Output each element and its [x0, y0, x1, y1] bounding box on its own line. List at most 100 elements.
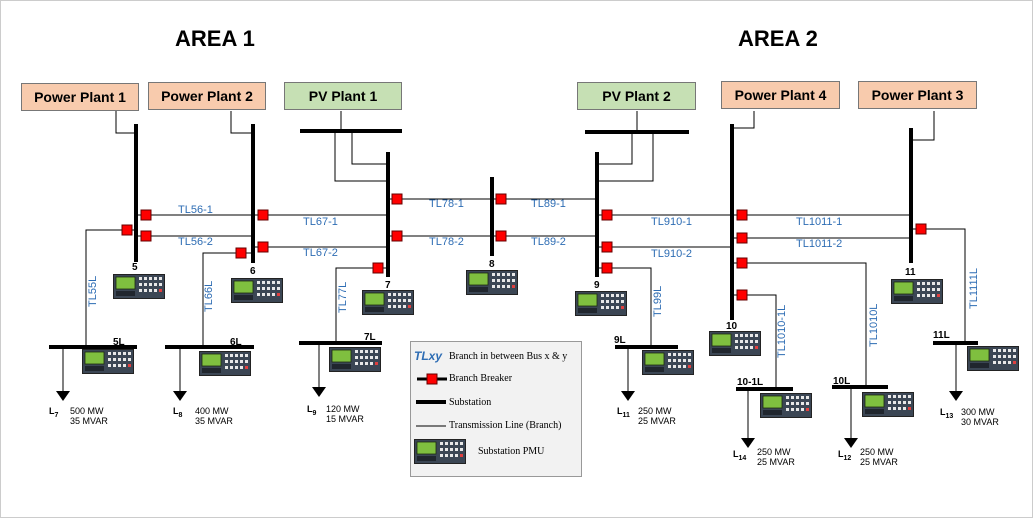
load-bus-9l: 9L [614, 335, 626, 346]
line-label-tl1010l: TL1010L [868, 303, 880, 347]
bus-7-label: 7 [385, 280, 391, 291]
load-l7-label: L7 [49, 406, 59, 419]
breaker-tl910-1[interactable] [601, 209, 613, 221]
legend-line-icon [416, 425, 446, 427]
line-label-tl66l: TL66L [203, 280, 215, 312]
bus-11-label: 11 [905, 267, 916, 278]
breaker-tl67-1[interactable] [257, 209, 269, 221]
breaker-tl910-2[interactable] [601, 241, 613, 253]
breaker-tl1011-2[interactable] [736, 232, 748, 244]
bus-9-label: 9 [594, 280, 600, 291]
legend: TLxy Branch in between Bus x & y Branch … [410, 341, 582, 477]
pmu-bus-6-icon[interactable] [231, 278, 283, 303]
breaker-tl56-1[interactable] [140, 209, 152, 221]
line-label-tl1111l: TL1111L [968, 268, 980, 309]
legend-substation-text: Substation [449, 397, 492, 408]
legend-line-text: Transmission Line (Branch) [449, 420, 562, 431]
legend-breaker-icon [417, 373, 447, 385]
area-1-title: AREA 1 [175, 26, 255, 51]
pv-plant-2[interactable]: PV Plant 2 [577, 82, 696, 110]
pmu-bus-10-icon[interactable] [709, 331, 761, 356]
line-label-tl67-1: TL67-1 [303, 216, 338, 228]
pmu-load-6l-icon[interactable] [199, 351, 251, 376]
bus-6-label: 6 [250, 266, 256, 277]
pmu-bus-5-icon[interactable] [113, 274, 165, 299]
line-label-tl78-2: TL78-2 [429, 236, 464, 248]
breaker-tl89-2[interactable] [495, 230, 507, 242]
breaker-tl77l[interactable] [372, 262, 384, 274]
line-label-tl78-1: TL78-1 [429, 198, 464, 210]
power-plant-4[interactable]: Power Plant 4 [721, 81, 840, 109]
load-l14-label: L14 [733, 449, 747, 462]
breaker-tl1010-1l[interactable] [736, 289, 748, 301]
legend-pmu-text: Substation PMU [478, 446, 545, 457]
line-label-tl910-1: TL910-1 [651, 216, 692, 228]
load-l13-label: L13 [940, 407, 954, 420]
load-bus-10-1l: 10-1L [737, 377, 764, 388]
bus-10-label: 10 [726, 321, 738, 332]
line-label-tl910-2: TL910-2 [651, 248, 692, 260]
line-label-tl56-1: TL56-1 [178, 204, 213, 216]
pmu-bus-8-icon[interactable] [466, 270, 518, 295]
load-l11-label: L11 [617, 406, 630, 419]
legend-tl-desc: Branch in between Bus x & y [449, 351, 568, 362]
load-l9-label: L9 [307, 404, 317, 417]
line-label-tl1011-1: TL1011-1 [796, 216, 843, 228]
line-label-tl1010-1l: TL1010-1L [776, 304, 788, 358]
line-label-tl77l: TL77L [337, 281, 349, 313]
pmu-bus-9-icon[interactable] [575, 291, 627, 316]
pmu-load-10l-icon[interactable] [862, 392, 914, 417]
breaker-tl66l[interactable] [235, 247, 247, 259]
load-bus-11l: 11L [933, 330, 950, 341]
breaker-tl99l[interactable] [601, 262, 613, 274]
line-label-tl1011-2: TL1011-2 [796, 238, 843, 250]
pv-plant-1[interactable]: PV Plant 1 [284, 82, 402, 110]
line-label-tl55l: TL55L [87, 275, 99, 307]
load-bus-5l: 5L [113, 337, 125, 348]
pmu-load-7l-icon[interactable] [329, 347, 381, 372]
line-label-tl99l: TL99L [652, 285, 664, 317]
pmu-load-11l-icon[interactable] [967, 346, 1019, 371]
area-2-title: AREA 2 [738, 26, 818, 51]
pmu-load-10-1l-icon[interactable] [760, 393, 812, 418]
breaker-tl1111l[interactable] [915, 223, 927, 235]
pmu-load-5l-icon[interactable] [82, 349, 134, 374]
load-l12-label: L12 [838, 449, 852, 462]
line-label-tl67-2: TL67-2 [303, 247, 338, 259]
legend-pmu-icon [414, 439, 466, 464]
load-bus-10l: 10L [833, 376, 851, 387]
power-plant-2[interactable]: Power Plant 2 [148, 82, 266, 110]
power-plant-1[interactable]: Power Plant 1 [21, 83, 139, 111]
breaker-tl1010l[interactable] [736, 257, 748, 269]
legend-tl-symbol: TLxy [414, 349, 443, 363]
bus-5-label: 5 [132, 262, 138, 273]
line-label-tl89-2: TL89-2 [531, 236, 566, 248]
legend-substation-icon [416, 400, 446, 404]
legend-breaker-text: Branch Breaker [449, 373, 513, 384]
breaker-tl67-2[interactable] [257, 241, 269, 253]
breaker-tl55l[interactable] [121, 224, 133, 236]
pmu-bus-7-icon[interactable] [362, 290, 414, 315]
bus-8-label: 8 [489, 259, 495, 270]
load-l8-label: L8 [173, 406, 183, 419]
breaker-tl78-1[interactable] [391, 193, 403, 205]
pmu-load-9l-icon[interactable] [642, 350, 694, 375]
pmu-bus-11-icon[interactable] [891, 279, 943, 304]
line-label-tl89-1: TL89-1 [531, 198, 566, 210]
breaker-tl1011-1[interactable] [736, 209, 748, 221]
line-label-tl56-2: TL56-2 [178, 236, 213, 248]
power-plant-3[interactable]: Power Plant 3 [858, 81, 977, 109]
breaker-tl89-1[interactable] [495, 193, 507, 205]
breaker-tl78-2[interactable] [391, 230, 403, 242]
load-bus-6l: 6L [230, 337, 242, 348]
load-bus-7l: 7L [364, 332, 376, 343]
breaker-tl56-2[interactable] [140, 230, 152, 242]
